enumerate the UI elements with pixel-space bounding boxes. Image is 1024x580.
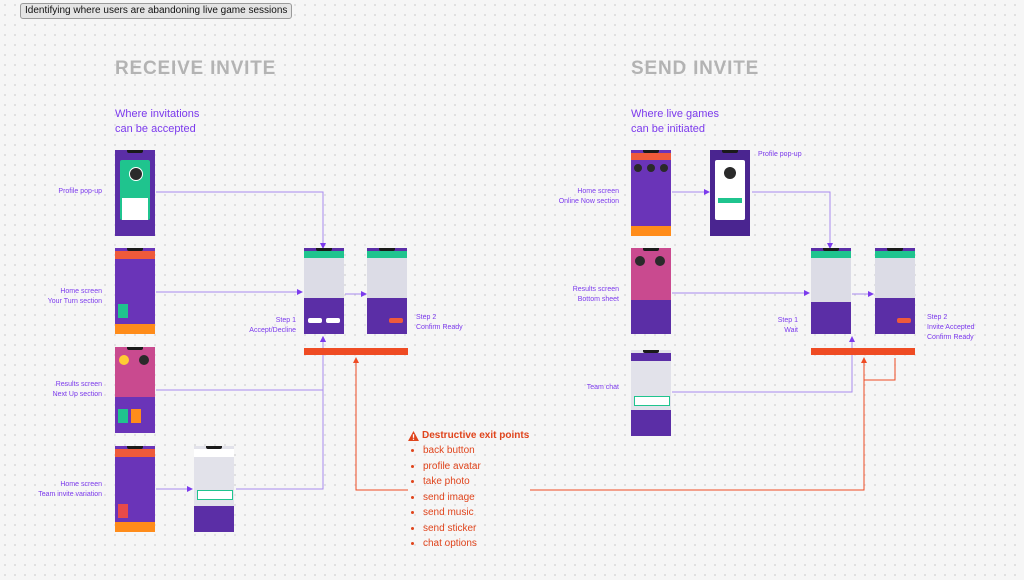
send-invite-subtitle: Where live games can be initiated	[631, 107, 719, 137]
phone-profile-popup	[115, 150, 155, 236]
label-send-step1: Step 1 Wait	[777, 317, 798, 334]
exit-link-receive	[353, 357, 408, 491]
exit-link-send	[530, 357, 867, 491]
send-subtitle-line2: can be initiated	[631, 123, 705, 135]
phone-step1-accept	[304, 248, 344, 334]
receive-invite-subtitle: Where invitations can be accepted	[115, 107, 199, 137]
label-profile-popup: Profile pop-up	[58, 188, 102, 195]
frame-label: Identifying where users are abandoning l…	[20, 3, 293, 19]
label-team-chat: Team chat	[586, 384, 619, 391]
warning-icon	[408, 430, 419, 441]
phone-step2-confirm	[367, 248, 407, 334]
label-results-next-up: Results screen Next Up section	[52, 381, 102, 398]
label-home-your-turn: Home screen Your Turn section	[47, 288, 102, 305]
connector-team-to-step1	[236, 336, 326, 490]
label-receive-step2: Step 2 Confirm Ready	[416, 314, 463, 331]
label-receive-step1: Step 1 Accept/Decline	[249, 317, 296, 334]
label-home-team-invite: Home screen Team invite variation	[38, 481, 102, 498]
phone-home-team-invite	[115, 446, 155, 532]
exit-link-send-step2	[864, 358, 896, 381]
label-send-step2: Step 2 Invite Accepted Confirm Ready	[927, 314, 975, 341]
destructive-exits-heading: Destructive exit points	[408, 430, 529, 441]
label-results-bottom-sheet: Results screen Bottom sheet	[572, 286, 619, 303]
exit-item: send image	[423, 490, 529, 506]
send-subtitle-line1: Where live games	[631, 108, 720, 120]
phone-home-your-turn	[115, 248, 155, 334]
exit-item: back button	[423, 443, 529, 459]
destructive-exits-panel: Destructive exit points back button prof…	[408, 430, 529, 552]
receive-exit-bar	[304, 348, 408, 355]
exit-item: send music	[423, 505, 529, 521]
receive-subtitle-line1: Where invitations	[115, 108, 200, 120]
phone-team-chat-send	[631, 350, 671, 436]
destructive-exits-list: back button profile avatar take photo se…	[408, 443, 529, 552]
label-send-profile-popup: Profile pop-up	[758, 151, 802, 158]
phone-send-step2-accepted	[875, 248, 915, 334]
exit-item: send sticker	[423, 521, 529, 537]
phone-team-chat-receive	[194, 446, 234, 532]
connector-results-to-step1	[156, 336, 326, 391]
connector-popup-to-step1	[752, 191, 833, 249]
exit-item: take photo	[423, 474, 529, 490]
receive-invite-title: RECEIVE INVITE	[115, 58, 277, 79]
connector-chat-to-wait	[672, 336, 855, 393]
exit-item: chat options	[423, 536, 529, 552]
label-home-online-now: Home screen Online Now section	[558, 188, 619, 205]
receive-subtitle-line2: can be accepted	[115, 123, 196, 135]
send-invite-title: SEND INVITE	[631, 58, 760, 79]
phone-results-next-up	[115, 347, 155, 433]
send-exit-bar	[811, 348, 915, 355]
exit-item: profile avatar	[423, 459, 529, 475]
phone-send-step1-wait	[811, 248, 851, 334]
connector-profile-to-step1	[156, 191, 326, 249]
phone-results-bottom-sheet	[631, 248, 671, 334]
phone-home-online-now	[631, 150, 671, 236]
phone-send-profile-popup	[710, 150, 750, 236]
